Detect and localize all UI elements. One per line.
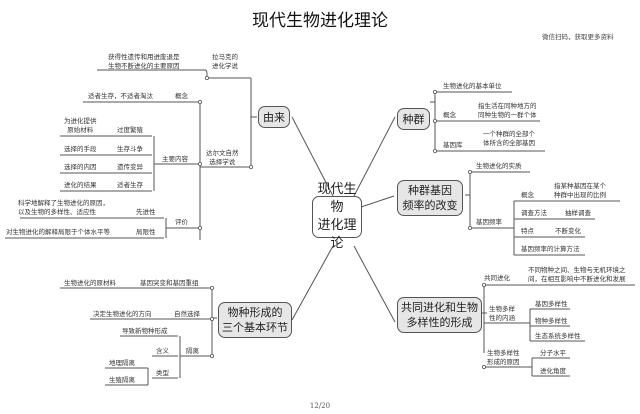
mutation-label: 基因突变和基因重组 bbox=[140, 279, 199, 287]
survey-label: 调查方法 bbox=[521, 209, 547, 217]
speciation-node[interactable]: 物种形成的三个基本环节 bbox=[218, 302, 292, 338]
darwin-concept-desc: 适者生存，不适者淘汰 bbox=[88, 92, 153, 100]
page-title: 现代生物进化理论 bbox=[252, 11, 388, 31]
wechat-note: 微信扫码，获取更多资料 bbox=[542, 33, 614, 41]
lamarck-label: 拉马克的进化学说 bbox=[212, 53, 238, 70]
freq-concept-label: 概念 bbox=[521, 191, 534, 199]
population-concept-desc: 指生活在同种地方的同种生物的一群个体 bbox=[478, 102, 537, 119]
evaluation-label: 评价 bbox=[175, 218, 188, 226]
isolation-result: 导致新物种形成 bbox=[122, 327, 168, 335]
population-concept-label: 概念 bbox=[443, 111, 456, 119]
progressive-desc: 科学地解释了生物进化的原因，以及生物的多样性、适应性 bbox=[18, 199, 109, 216]
isolation-type: 地理隔离 bbox=[109, 359, 135, 367]
feature-desc: 不断变化 bbox=[555, 227, 581, 235]
main-content-label: 主要内容 bbox=[162, 155, 188, 163]
coevolution-desc: 不同物种之间、生物与无机环境之间，在相互影响中不断进化和发展 bbox=[528, 266, 626, 283]
diversity-label: 生物多样性的内涵 bbox=[489, 305, 515, 322]
content-item-desc: 为进化提供原始材料 bbox=[64, 117, 97, 134]
isolation-types-label: 类型 bbox=[156, 369, 169, 377]
calc-method: 基因频率的计算方法 bbox=[521, 245, 580, 253]
population-unit: 生物进化的基本单位 bbox=[443, 82, 502, 90]
freq-concept-desc: 指某种基因在某个种群中出现的比例 bbox=[554, 182, 606, 199]
mutation-desc: 生物进化的原材料 bbox=[64, 279, 116, 287]
lamarck-desc: 获得性遗传和用进废退是生物不断进化的主要原因 bbox=[108, 53, 180, 70]
gene-freq-essence: 生物进化的实质 bbox=[476, 162, 522, 170]
diversity-item: 物种多样性 bbox=[535, 317, 568, 325]
coevolution-node[interactable]: 共同进化和生物多样性的形成 bbox=[397, 297, 482, 333]
population-label: 种群 bbox=[402, 112, 425, 126]
content-item-label: 适者生存 bbox=[117, 181, 143, 189]
center-node[interactable]: 现代生物进化理论 bbox=[312, 182, 362, 251]
page-number: 12/20 bbox=[309, 402, 331, 410]
origin-node[interactable]: 由来 bbox=[258, 106, 290, 128]
darwin-label: 达尔文自然选择学说 bbox=[206, 149, 239, 166]
origin-label: 由来 bbox=[263, 110, 285, 124]
gene-pool-desc: 一个种群的全部个体所含的全部基因 bbox=[483, 130, 535, 147]
gene-frequency-node[interactable]: 种群基因频率的改变 bbox=[397, 180, 463, 216]
content-item-desc: 选择的手段 bbox=[64, 145, 97, 153]
feature-label: 特点 bbox=[521, 227, 534, 235]
gene-pool-label: 基因库 bbox=[443, 141, 463, 149]
isolation-label: 隔离 bbox=[186, 347, 199, 355]
progressive-label: 先进性 bbox=[136, 208, 156, 216]
content-item-label: 过度繁殖 bbox=[117, 126, 143, 134]
diversity-item: 生态系统多样性 bbox=[535, 332, 581, 340]
content-item-label: 遗传变异 bbox=[117, 163, 143, 171]
limitation-label: 局限性 bbox=[136, 228, 156, 236]
cause-label: 生物多样性形成的原因 bbox=[487, 349, 520, 366]
cause-item: 进化角度 bbox=[540, 367, 566, 375]
isolation-type: 生殖隔离 bbox=[109, 376, 135, 384]
content-item-desc: 选择的内因 bbox=[64, 163, 97, 171]
selection-desc: 决定生物进化的方向 bbox=[93, 310, 152, 318]
content-item-desc: 进化的结果 bbox=[64, 181, 97, 189]
isolation-meaning: 含义 bbox=[156, 347, 169, 355]
gene-freq-label: 基因频率 bbox=[476, 218, 502, 226]
center-line1: 现代生物 bbox=[317, 182, 357, 215]
content-item-label: 生存斗争 bbox=[117, 145, 143, 153]
coevolution-label: 共同进化 bbox=[484, 274, 510, 282]
diversity-item: 基因多样性 bbox=[535, 300, 568, 308]
cause-item: 分子水平 bbox=[540, 349, 566, 357]
darwin-concept-label: 概念 bbox=[175, 92, 188, 100]
selection-label: 自然选择 bbox=[174, 310, 200, 318]
survey-desc: 抽样调查 bbox=[565, 209, 591, 217]
population-node[interactable]: 种群 bbox=[397, 108, 430, 130]
center-line2: 进化理论 bbox=[317, 218, 357, 251]
limitation-desc: 对生物进化的解释局限于个体水平等 bbox=[6, 228, 110, 236]
